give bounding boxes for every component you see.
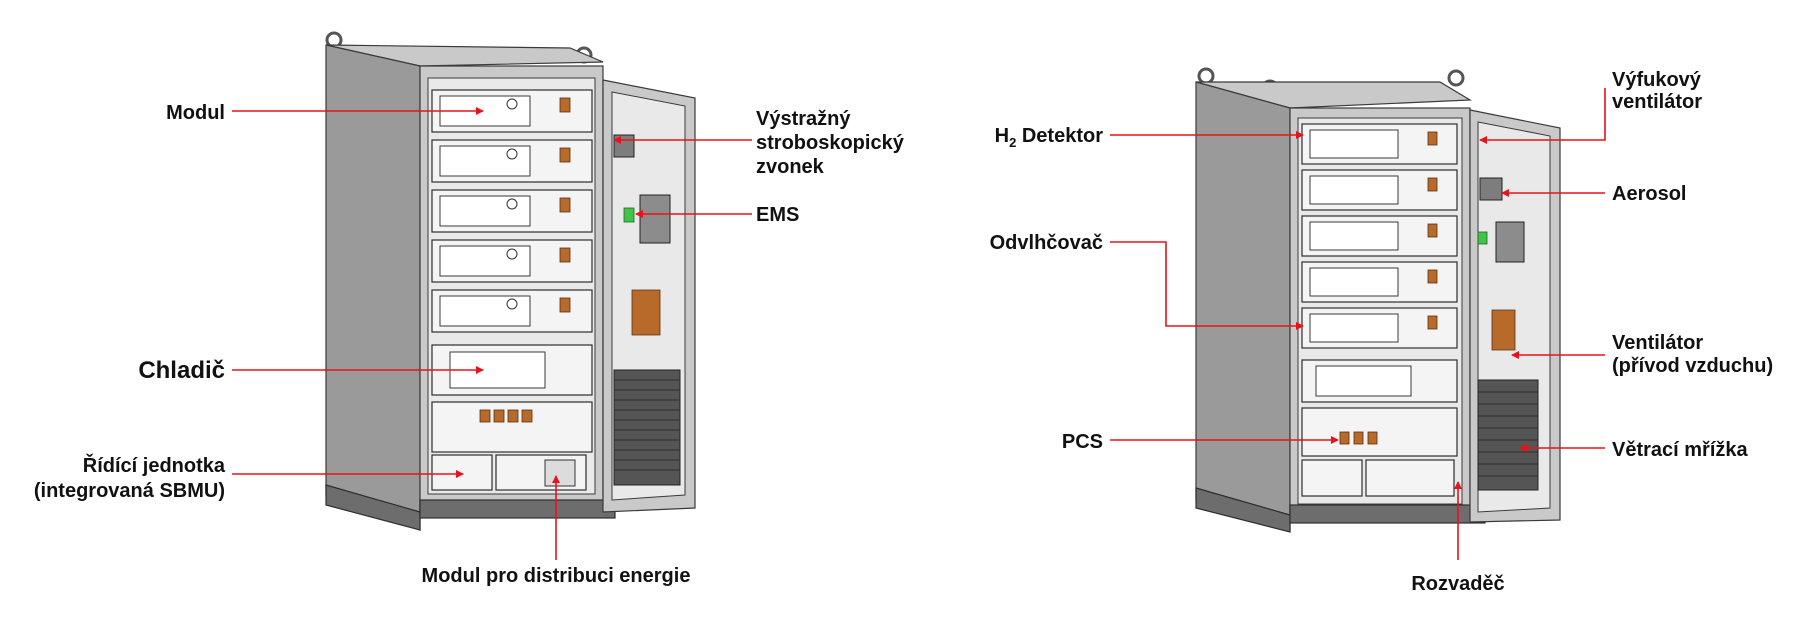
door-grille-right xyxy=(1477,379,1539,491)
label-detektor-sub: 2 xyxy=(1009,135,1016,150)
right-labels: H2 Detektor Odvlhčovač PCS Rozvaděč Výfu… xyxy=(990,69,1774,595)
label-detektor-rest: Detektor xyxy=(1016,125,1103,147)
right-cabinet-illustration xyxy=(1195,67,1561,533)
left-cabinet-door xyxy=(602,79,696,513)
label-vetraci: Větrací mřížka xyxy=(1612,439,1749,461)
battery-modules-right xyxy=(1301,123,1458,349)
label-distribuce: Modul pro distribuci energie xyxy=(422,565,691,587)
label-vyfukovy-line1: Výfukový xyxy=(1612,69,1702,91)
door-grille xyxy=(613,369,681,486)
right-cabinet-door xyxy=(1469,109,1561,523)
left-labels: Modul Chladič Řídící jednotka (integrova… xyxy=(34,102,905,587)
pcs-area xyxy=(1301,359,1458,497)
leader-odvlhcovac xyxy=(1110,241,1304,330)
label-vystrazny-line1: Výstražný xyxy=(756,108,851,130)
label-aerosol: Aerosol xyxy=(1612,183,1686,205)
control-area xyxy=(431,401,593,491)
label-odvlhcovac: Odvlhčovač xyxy=(990,232,1103,254)
label-ventilator-line1: Ventilátor xyxy=(1612,332,1703,354)
battery-modules xyxy=(431,89,593,333)
label-vystrazny-line3: zvonek xyxy=(756,156,825,178)
label-ridici-line1: Řídící jednotka xyxy=(83,453,226,477)
leader-vyfukovy xyxy=(1479,88,1606,144)
label-ventilator-line2: (přívod vzduchu) xyxy=(1612,355,1773,377)
left-cabinet-illustration xyxy=(325,31,696,531)
label-detektor-h: H xyxy=(995,125,1009,147)
label-modul: Modul xyxy=(166,102,225,124)
label-vystrazny-line2: stroboskopický xyxy=(756,132,905,154)
label-chladic: Chladič xyxy=(138,357,225,384)
label-detektor: H2 Detektor xyxy=(995,125,1104,150)
chiller-unit xyxy=(431,344,593,396)
label-rozvadec: Rozvaděč xyxy=(1411,573,1504,595)
right-leader-lines xyxy=(1110,88,1606,560)
label-ems: EMS xyxy=(756,204,799,226)
label-ridici-line2: (integrovaná SBMU) xyxy=(34,480,225,502)
label-vyfukovy-line2: ventilátor xyxy=(1612,91,1702,113)
left-leader-lines xyxy=(232,107,752,560)
label-pcs: PCS xyxy=(1062,431,1103,453)
